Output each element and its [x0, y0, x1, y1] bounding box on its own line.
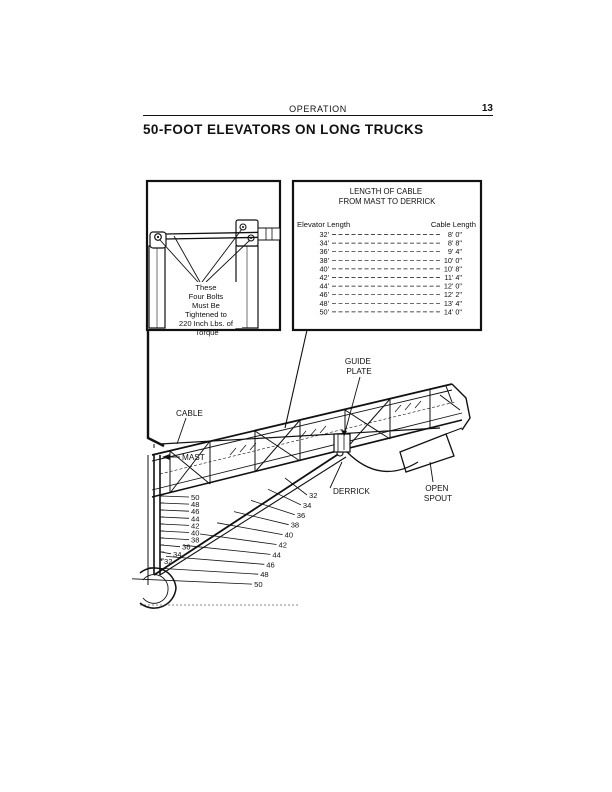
bolts-inset: These Four Bolts Must Be Tightened to 22…: [145, 179, 282, 337]
cable-label: CABLE: [176, 409, 203, 418]
derrick-position-label: 50: [254, 580, 262, 589]
derrick-position-label: 34: [303, 501, 311, 510]
bolt-note-line: 220 Inch Lbs. of: [179, 319, 234, 328]
derrick-position-label: 38: [291, 521, 299, 530]
guide-plate-label: GUIDE: [345, 357, 371, 366]
guide-plate-label: PLATE: [346, 367, 372, 376]
mast-position-leader: [160, 551, 172, 555]
derrick-position-leader: [233, 511, 289, 526]
mast-position-label: 48: [191, 500, 199, 509]
table-row-cable: 8' 8": [448, 239, 463, 248]
bolt-note-line: These: [195, 283, 216, 292]
mast-position-label: 36: [182, 543, 190, 552]
svg-text:GUIDE PLATE: GUIDE PLATE: [345, 357, 373, 376]
mast-position-label: 50: [191, 493, 199, 502]
mast-position-label: 34: [173, 550, 181, 559]
derrick-position-leader: [148, 567, 259, 575]
bolt-note-line: Tightened to: [185, 310, 227, 319]
table-row-cable: 10' 0": [444, 256, 463, 265]
mast-position-label: 44: [191, 514, 199, 523]
table-row-elevator: 34': [319, 239, 329, 248]
guide-plate-arrow-icon: [341, 430, 347, 436]
derrick-position-label: 40: [285, 531, 293, 540]
header-rule: [143, 115, 493, 116]
cable-length-table: LENGTH OF CABLE FROM MAST TO DERRICK Ele…: [291, 179, 483, 332]
mast-position-leader: [160, 495, 190, 498]
page-title: 50-FOOT ELEVATORS ON LONG TRUCKS: [143, 122, 424, 137]
table-row-elevator: 48': [319, 299, 329, 308]
derrick-position-leader: [199, 533, 277, 545]
bolt-note-line: Torque: [195, 328, 218, 337]
table-title-line: FROM MAST TO DERRICK: [339, 197, 436, 206]
open-spout-label: OPEN: [425, 484, 448, 493]
derrick-position-leader: [250, 500, 295, 516]
derrick-position-leader: [284, 477, 308, 496]
mast-position-leader: [160, 544, 181, 548]
derrick-position-label: 44: [272, 550, 280, 559]
table-row-elevator: 42': [319, 273, 329, 282]
mast-position-label: 40: [191, 529, 199, 538]
derrick-position-label: 32: [309, 491, 317, 500]
mast-position-leader: [160, 516, 190, 519]
derrick-position-label: 46: [266, 560, 274, 569]
table-row-cable: 9' 4": [448, 247, 463, 256]
table-row-cable: 11' 4": [444, 273, 462, 282]
mast-position-leader: [160, 502, 190, 505]
mast-position-label: 46: [191, 507, 199, 516]
table-row-cable: 13' 4": [444, 299, 463, 308]
table-row-cable: 10' 8": [444, 264, 463, 273]
derrick-position-leader: [131, 578, 253, 585]
derrick-position-label: 36: [297, 511, 305, 520]
table-row-elevator: 40': [319, 264, 329, 273]
svg-text:LENGTH OF CABLE FROM MAS: LENGTH OF CABLE FROM MAST TO DERRICK: [339, 187, 436, 206]
mast-label: MAST: [182, 453, 205, 462]
mast-position-leader: [160, 558, 163, 562]
mast-position-label: 42: [191, 521, 199, 530]
derrick-position-leaders: [131, 477, 308, 585]
mast-position-leader: [160, 509, 190, 512]
table-row-cable: 8' 0": [448, 230, 463, 239]
mast-position-leaders: [160, 495, 190, 562]
bolt-note-line: Must Be: [192, 301, 220, 310]
table-row-elevator: 46': [319, 290, 329, 299]
table-row-cable: 12' 0": [444, 282, 463, 291]
mast-arrow-icon: [162, 454, 170, 460]
table-title-line: LENGTH OF CABLE: [350, 187, 422, 196]
mast-position-label: 32: [164, 557, 172, 566]
table-row-elevator: 32': [319, 230, 329, 239]
mast-position-label: 38: [191, 536, 199, 545]
table-row-cable: 12' 2": [444, 290, 463, 299]
mast-position-leader: [160, 523, 190, 526]
table-row-elevator: 36': [319, 247, 329, 256]
callout-leaders: [166, 376, 434, 489]
derrick-label: DERRICK: [333, 487, 370, 496]
derrick-position-label: 48: [260, 570, 268, 579]
svg-text:These Four Bolts M: These Four Bolts Must Be Tightened to 22…: [179, 283, 235, 337]
table-rows: 32' 8' 0" 34' 8' 8" 36' 9' 4" 38' 10' 0" 40' 10' …: [319, 230, 462, 316]
mast-position-leader: [160, 537, 190, 540]
page-number: 13: [481, 103, 493, 114]
derrick-position-leader: [267, 488, 302, 506]
table-row-elevator: 44': [319, 282, 329, 291]
derrick-position-leader: [182, 544, 271, 555]
col-cable-length: Cable Length: [431, 220, 476, 229]
bolt-note-line: Four Bolts: [189, 292, 224, 301]
derrick-position-label: 42: [279, 541, 287, 550]
table-row-elevator: 50': [319, 307, 329, 316]
table-row-cable: 14' 0": [444, 307, 463, 316]
derrick-position-leader: [165, 556, 265, 565]
elevator-main: [139, 383, 471, 609]
svg-text:OPEN SPOUT: OPEN SPOUT: [424, 484, 452, 503]
mast-position-leader: [160, 530, 190, 533]
col-elevator-length: Elevator Length: [297, 220, 350, 229]
open-spout-label: SPOUT: [424, 494, 452, 503]
running-head: OPERATION: [289, 104, 347, 114]
derrick-position-leader: [216, 522, 283, 535]
table-row-elevator: 38': [319, 256, 329, 265]
